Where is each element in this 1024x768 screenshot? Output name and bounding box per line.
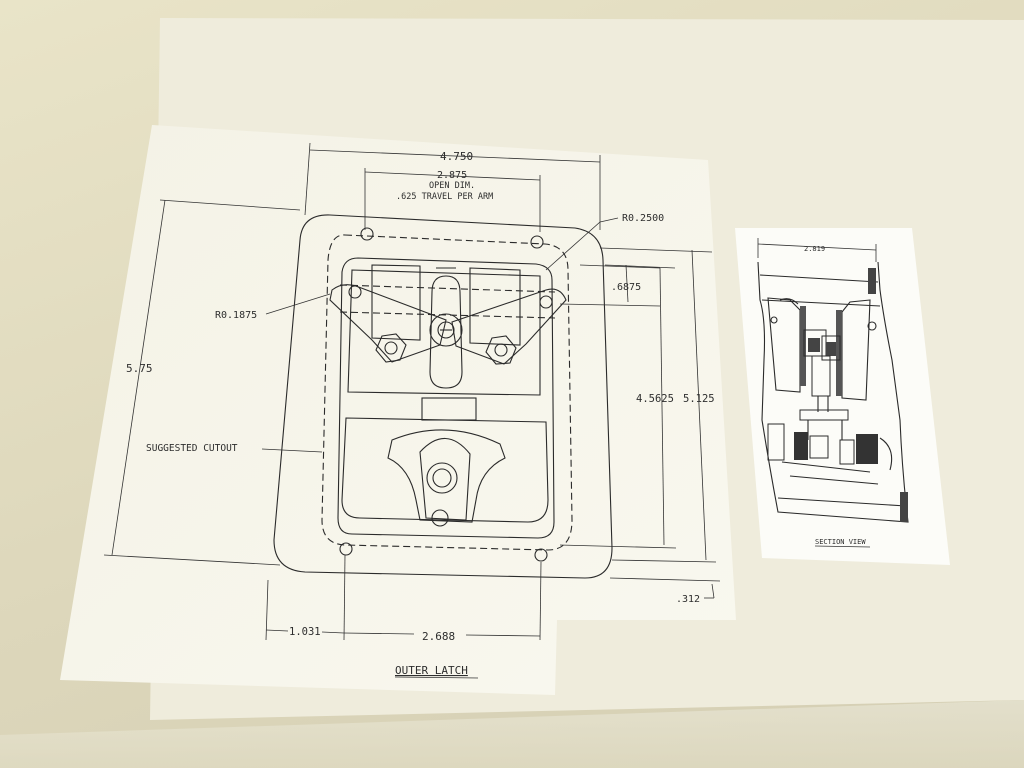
- left-offset-label: 1.031: [289, 626, 321, 638]
- section-linkage: [799, 355, 849, 440]
- dim-right-side: .6875 4.5625 5.125 .312: [559, 247, 721, 605]
- bottom-offset-label: .312: [676, 594, 700, 605]
- section-width-label: 2.819: [804, 245, 825, 253]
- travel-label: .625 TRAVEL PER ARM: [396, 192, 493, 202]
- arm-offset-label: .6875: [611, 282, 641, 293]
- inner-pan-upper: [347, 269, 541, 396]
- connector-block: [421, 397, 477, 421]
- right-hex-nut: [485, 335, 517, 365]
- mounting-hole-top-right: [530, 235, 544, 249]
- mounting-hole-top-left: [360, 227, 374, 241]
- right-latch-arm: [451, 288, 567, 365]
- inner-pan-lower: [341, 417, 549, 523]
- suggested-cutout-outline: [321, 234, 573, 551]
- cutout-height-label: 4.5625: [636, 393, 674, 405]
- table-edge: [0, 700, 1024, 768]
- outer-latch-drawing: 4.750 2.875 OPEN DIM. .625 TRAVEL PER AR…: [103, 142, 721, 679]
- radius-r2-label: R0.2500: [622, 213, 664, 224]
- radius-callouts: R0.1875 R0.2500: [215, 213, 664, 321]
- paper-sheets: [0, 18, 1024, 768]
- overall-height-label: 5.75: [126, 362, 153, 375]
- dim-open-width: 2.875 OPEN DIM. .625 TRAVEL PER ARM: [364, 168, 541, 232]
- section-right-channel: [770, 299, 877, 401]
- latch-channels: [339, 264, 556, 346]
- left-hex-nut: [375, 333, 407, 363]
- dim-bottom: 1.031 2.688: [265, 554, 542, 643]
- section-view-drawing: 2.819: [757, 238, 909, 548]
- dim-overall-width: 4.750: [304, 142, 601, 230]
- dim-overall-height: 5.75: [103, 199, 301, 566]
- mounting-hole-bottom-right: [534, 548, 548, 562]
- cutout-label: SUGGESTED CUTOUT: [146, 443, 238, 454]
- mounting-hole-bottom-left: [339, 542, 353, 556]
- section-title: SECTION VIEW: [815, 538, 866, 546]
- drawing-title: OUTER LATCH: [395, 664, 468, 677]
- open-width-label: 2.875: [437, 170, 467, 181]
- left-arm-pin: [348, 285, 362, 299]
- latch-arms: [329, 275, 567, 389]
- outer-plate: [273, 214, 613, 579]
- left-latch-arm: [329, 284, 447, 363]
- inner-pan: [337, 257, 555, 539]
- radius-r1-label: R0.1875: [215, 310, 257, 321]
- overall-width-label: 4.750: [440, 150, 473, 163]
- center-slot: [429, 275, 463, 389]
- main-sheet: [60, 125, 736, 695]
- open-dim-label: OPEN DIM.: [429, 181, 475, 191]
- right-arm-pin: [539, 295, 553, 309]
- hole-spacing-label: 2.688: [422, 630, 455, 643]
- cutout-callout: SUGGESTED CUTOUT: [146, 443, 323, 454]
- center-pivot: [429, 313, 463, 347]
- height-2-label: 5.125: [683, 393, 715, 405]
- paddle-handle: [387, 429, 506, 527]
- section-handle: [767, 268, 908, 522]
